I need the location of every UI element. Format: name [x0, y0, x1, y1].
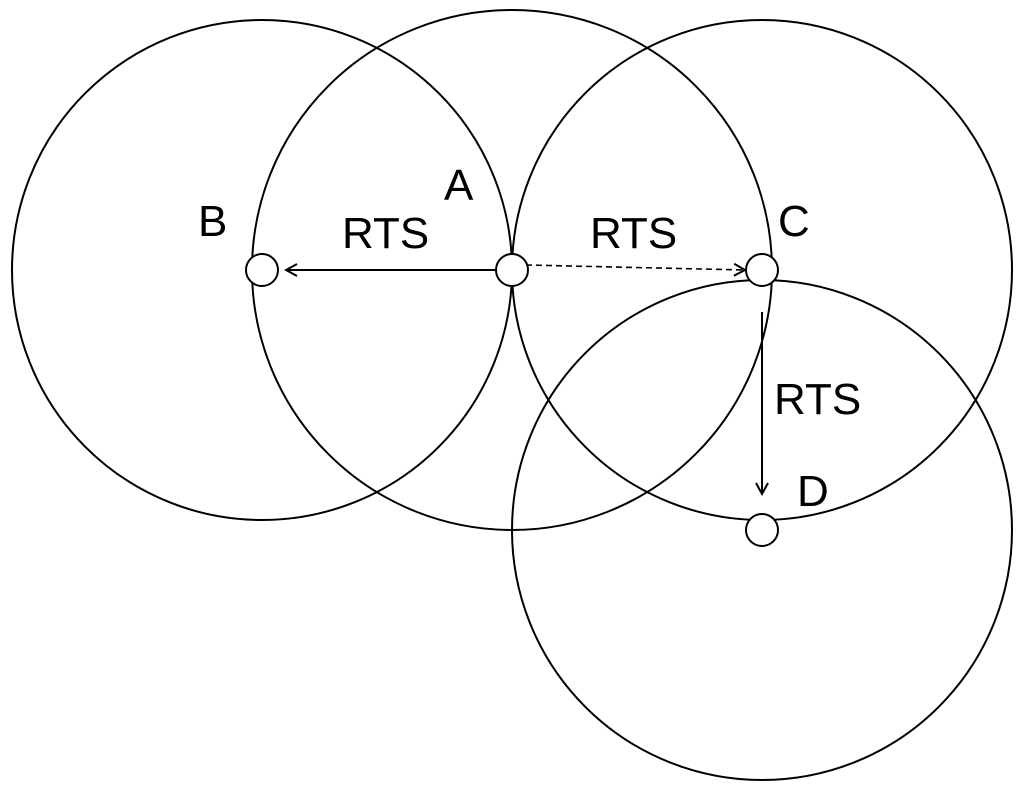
node-label-d: D — [797, 467, 829, 516]
node-label-c: C — [778, 197, 810, 246]
rts-label-a-to-b: RTS — [342, 209, 429, 258]
node-a — [495, 253, 529, 287]
node-c — [745, 253, 779, 287]
node-d — [745, 513, 779, 547]
rts-label-c-to-d: RTS — [774, 375, 861, 424]
node-b — [245, 253, 279, 287]
node-label-a: A — [444, 161, 474, 210]
rts-arrow-a-to-c — [525, 265, 745, 270]
rts-label-a-to-c: RTS — [590, 209, 677, 258]
node-label-b: B — [198, 197, 227, 246]
